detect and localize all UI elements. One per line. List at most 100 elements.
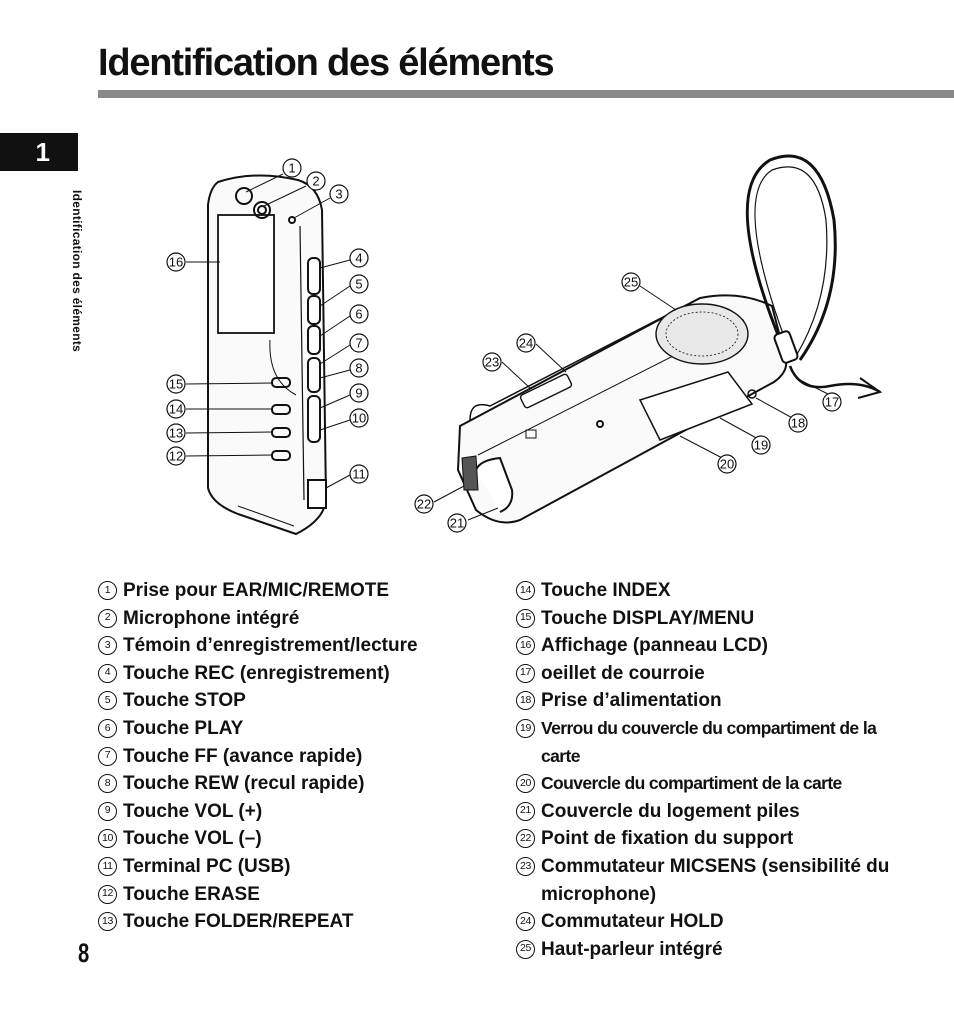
list-item: 4 Touche REC (enregistrement) xyxy=(98,660,478,688)
recorder-illustration: 1 2 3 4 5 6 7 8 9 10 11 16 15 14 13 12 1… xyxy=(166,154,883,536)
callout-11: 11 xyxy=(349,464,369,484)
item-label: Terminal PC (USB) xyxy=(123,855,291,877)
item-label: Touche STOP xyxy=(123,690,246,712)
item-label: Point de fixation du support xyxy=(541,828,794,850)
callout-19: 19 xyxy=(751,435,771,455)
item-label: Touche REW (recul rapide) xyxy=(123,773,365,795)
svg-text:3: 3 xyxy=(335,187,342,202)
page-title: Identification des éléments xyxy=(98,42,555,84)
callout-25: 25 xyxy=(621,272,641,292)
svg-text:17: 17 xyxy=(825,395,839,410)
svg-text:15: 15 xyxy=(169,377,183,392)
item-number: 24 xyxy=(516,912,535,932)
item-label: Touche FF (avance rapide) xyxy=(123,745,363,767)
callout-1: 1 xyxy=(282,158,302,178)
list-item: 20 Couvercle du compartiment de la carte xyxy=(516,770,896,798)
list-item: 8 Touche REW (recul rapide) xyxy=(98,770,478,798)
item-number: 12 xyxy=(98,884,117,904)
item-number: 7 xyxy=(98,746,117,766)
callout-20: 20 xyxy=(717,454,737,474)
callout-2: 2 xyxy=(306,171,326,191)
callout-14: 14 xyxy=(166,399,186,419)
svg-text:16: 16 xyxy=(169,255,183,270)
list-item: 24 Commutateur HOLD xyxy=(516,908,896,936)
callout-numbers: 1 2 3 4 5 6 7 8 9 10 11 16 15 14 13 12 1… xyxy=(166,158,842,533)
callout-22: 22 xyxy=(414,494,434,514)
item-label: Touche VOL (–) xyxy=(123,828,262,850)
svg-text:6: 6 xyxy=(355,307,362,322)
item-label: Commutateur HOLD xyxy=(541,911,724,933)
item-number: 4 xyxy=(98,663,117,683)
item-number: 9 xyxy=(98,801,117,821)
svg-text:5: 5 xyxy=(355,277,362,292)
item-number: 19 xyxy=(516,718,535,738)
svg-text:21: 21 xyxy=(450,516,464,531)
item-number: 17 xyxy=(516,663,535,683)
svg-text:4: 4 xyxy=(355,251,362,266)
item-number: 5 xyxy=(98,691,117,711)
svg-text:19: 19 xyxy=(754,438,768,453)
callout-17: 17 xyxy=(822,392,842,412)
item-number: 6 xyxy=(98,718,117,738)
callout-13: 13 xyxy=(166,423,186,443)
list-item: 7 Touche FF (avance rapide) xyxy=(98,743,478,771)
item-number: 20 xyxy=(516,774,535,794)
item-number: 8 xyxy=(98,774,117,794)
callout-3: 3 xyxy=(329,184,349,204)
item-label: Touche REC (enregistrement) xyxy=(123,662,390,684)
svg-text:14: 14 xyxy=(169,402,183,417)
callout-16: 16 xyxy=(166,252,186,272)
item-label: Microphone intégré xyxy=(123,607,300,629)
item-label: Couvercle du compartiment de la carte xyxy=(541,773,842,794)
svg-text:25: 25 xyxy=(624,275,638,290)
callout-10: 10 xyxy=(349,408,369,428)
callout-12: 12 xyxy=(166,446,186,466)
svg-text:9: 9 xyxy=(355,386,362,401)
svg-text:11: 11 xyxy=(352,467,366,482)
list-item: 11 Terminal PC (USB) xyxy=(98,853,478,881)
svg-text:22: 22 xyxy=(417,497,431,512)
list-item: 22 Point de fixation du support xyxy=(516,825,896,853)
svg-text:23: 23 xyxy=(485,355,499,370)
svg-text:1: 1 xyxy=(288,161,295,176)
item-number: 13 xyxy=(98,912,117,932)
item-label: Haut-parleur intégré xyxy=(541,938,723,960)
item-label: Touche VOL (+) xyxy=(123,800,263,822)
item-number: 21 xyxy=(516,801,535,821)
recorder-back-view xyxy=(456,154,883,524)
callout-24: 24 xyxy=(516,333,536,353)
item-label: Prise pour EAR/MIC/REMOTE xyxy=(123,580,390,601)
item-label: Touche DISPLAY/MENU xyxy=(541,607,755,629)
callout-8: 8 xyxy=(349,358,369,378)
callout-leaders xyxy=(185,173,833,521)
svg-text:18: 18 xyxy=(791,416,805,431)
callout-5: 5 xyxy=(349,274,369,294)
callout-7: 7 xyxy=(349,333,369,353)
item-label: Touche ERASE xyxy=(123,883,260,905)
callout-9: 9 xyxy=(349,383,369,403)
item-number: 22 xyxy=(516,829,535,849)
svg-text:7: 7 xyxy=(355,336,362,351)
item-label: Touche INDEX xyxy=(541,580,671,601)
list-item: 9 Touche VOL (+) xyxy=(98,798,478,826)
item-number: 11 xyxy=(98,856,117,876)
item-number: 2 xyxy=(98,608,117,628)
callout-15: 15 xyxy=(166,374,186,394)
svg-text:2: 2 xyxy=(312,174,319,189)
item-number: 10 xyxy=(98,829,117,849)
chapter-tab: 1 xyxy=(0,133,78,171)
item-number: 3 xyxy=(98,636,117,656)
callout-18: 18 xyxy=(788,413,808,433)
item-label: Touche FOLDER/REPEAT xyxy=(123,911,354,933)
svg-text:10: 10 xyxy=(352,411,366,426)
